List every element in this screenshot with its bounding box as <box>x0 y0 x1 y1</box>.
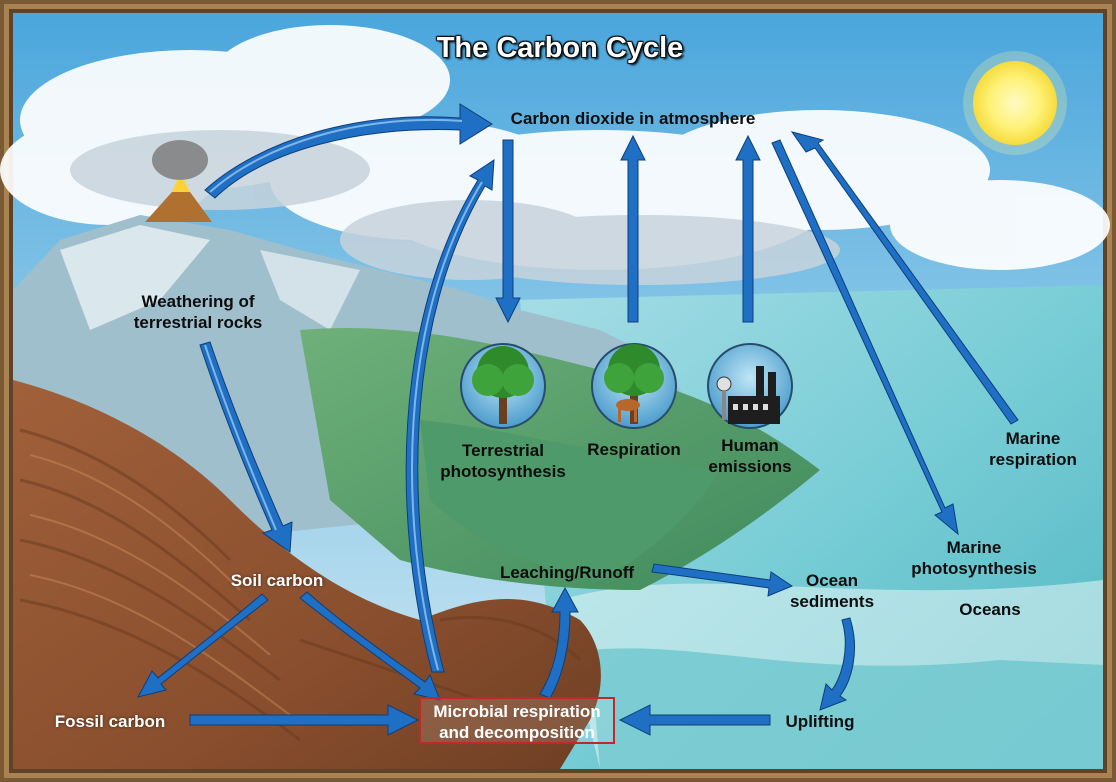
label-microbial: Microbial respiration and decomposition <box>433 702 601 742</box>
label-ocean-sediments: Ocean sediments <box>789 571 875 611</box>
label-leaching-runoff: Leaching/Runoff <box>499 563 635 582</box>
volcano-icon <box>145 140 212 222</box>
deer-tree-icon <box>591 343 677 429</box>
label-uplifting: Uplifting <box>785 712 855 731</box>
sun-icon <box>963 51 1067 155</box>
label-marine-respiration: Marine respiration <box>989 429 1077 469</box>
factory-icon <box>707 343 793 429</box>
flow-arrows <box>137 103 1019 736</box>
label-atmosphere: Carbon dioxide in atmosphere <box>510 109 756 128</box>
label-terrestrial-photosynthesis: Terrestrial photosynthesis <box>440 441 566 481</box>
label-weathering: Weathering of terrestrial rocks <box>133 292 263 332</box>
tree-icon <box>460 343 546 429</box>
label-human-emissions: Human emissions <box>708 436 792 476</box>
diagram-title: The Carbon Cycle <box>436 32 684 64</box>
label-respiration: Respiration <box>587 440 681 459</box>
microbial-box: Microbial respiration and decomposition <box>419 697 615 744</box>
label-soil-carbon: Soil carbon <box>230 571 324 590</box>
label-fossil-carbon: Fossil carbon <box>54 712 166 731</box>
label-marine-photosynthesis: Marine photosynthesis <box>911 538 1037 578</box>
label-oceans: Oceans <box>959 600 1021 619</box>
